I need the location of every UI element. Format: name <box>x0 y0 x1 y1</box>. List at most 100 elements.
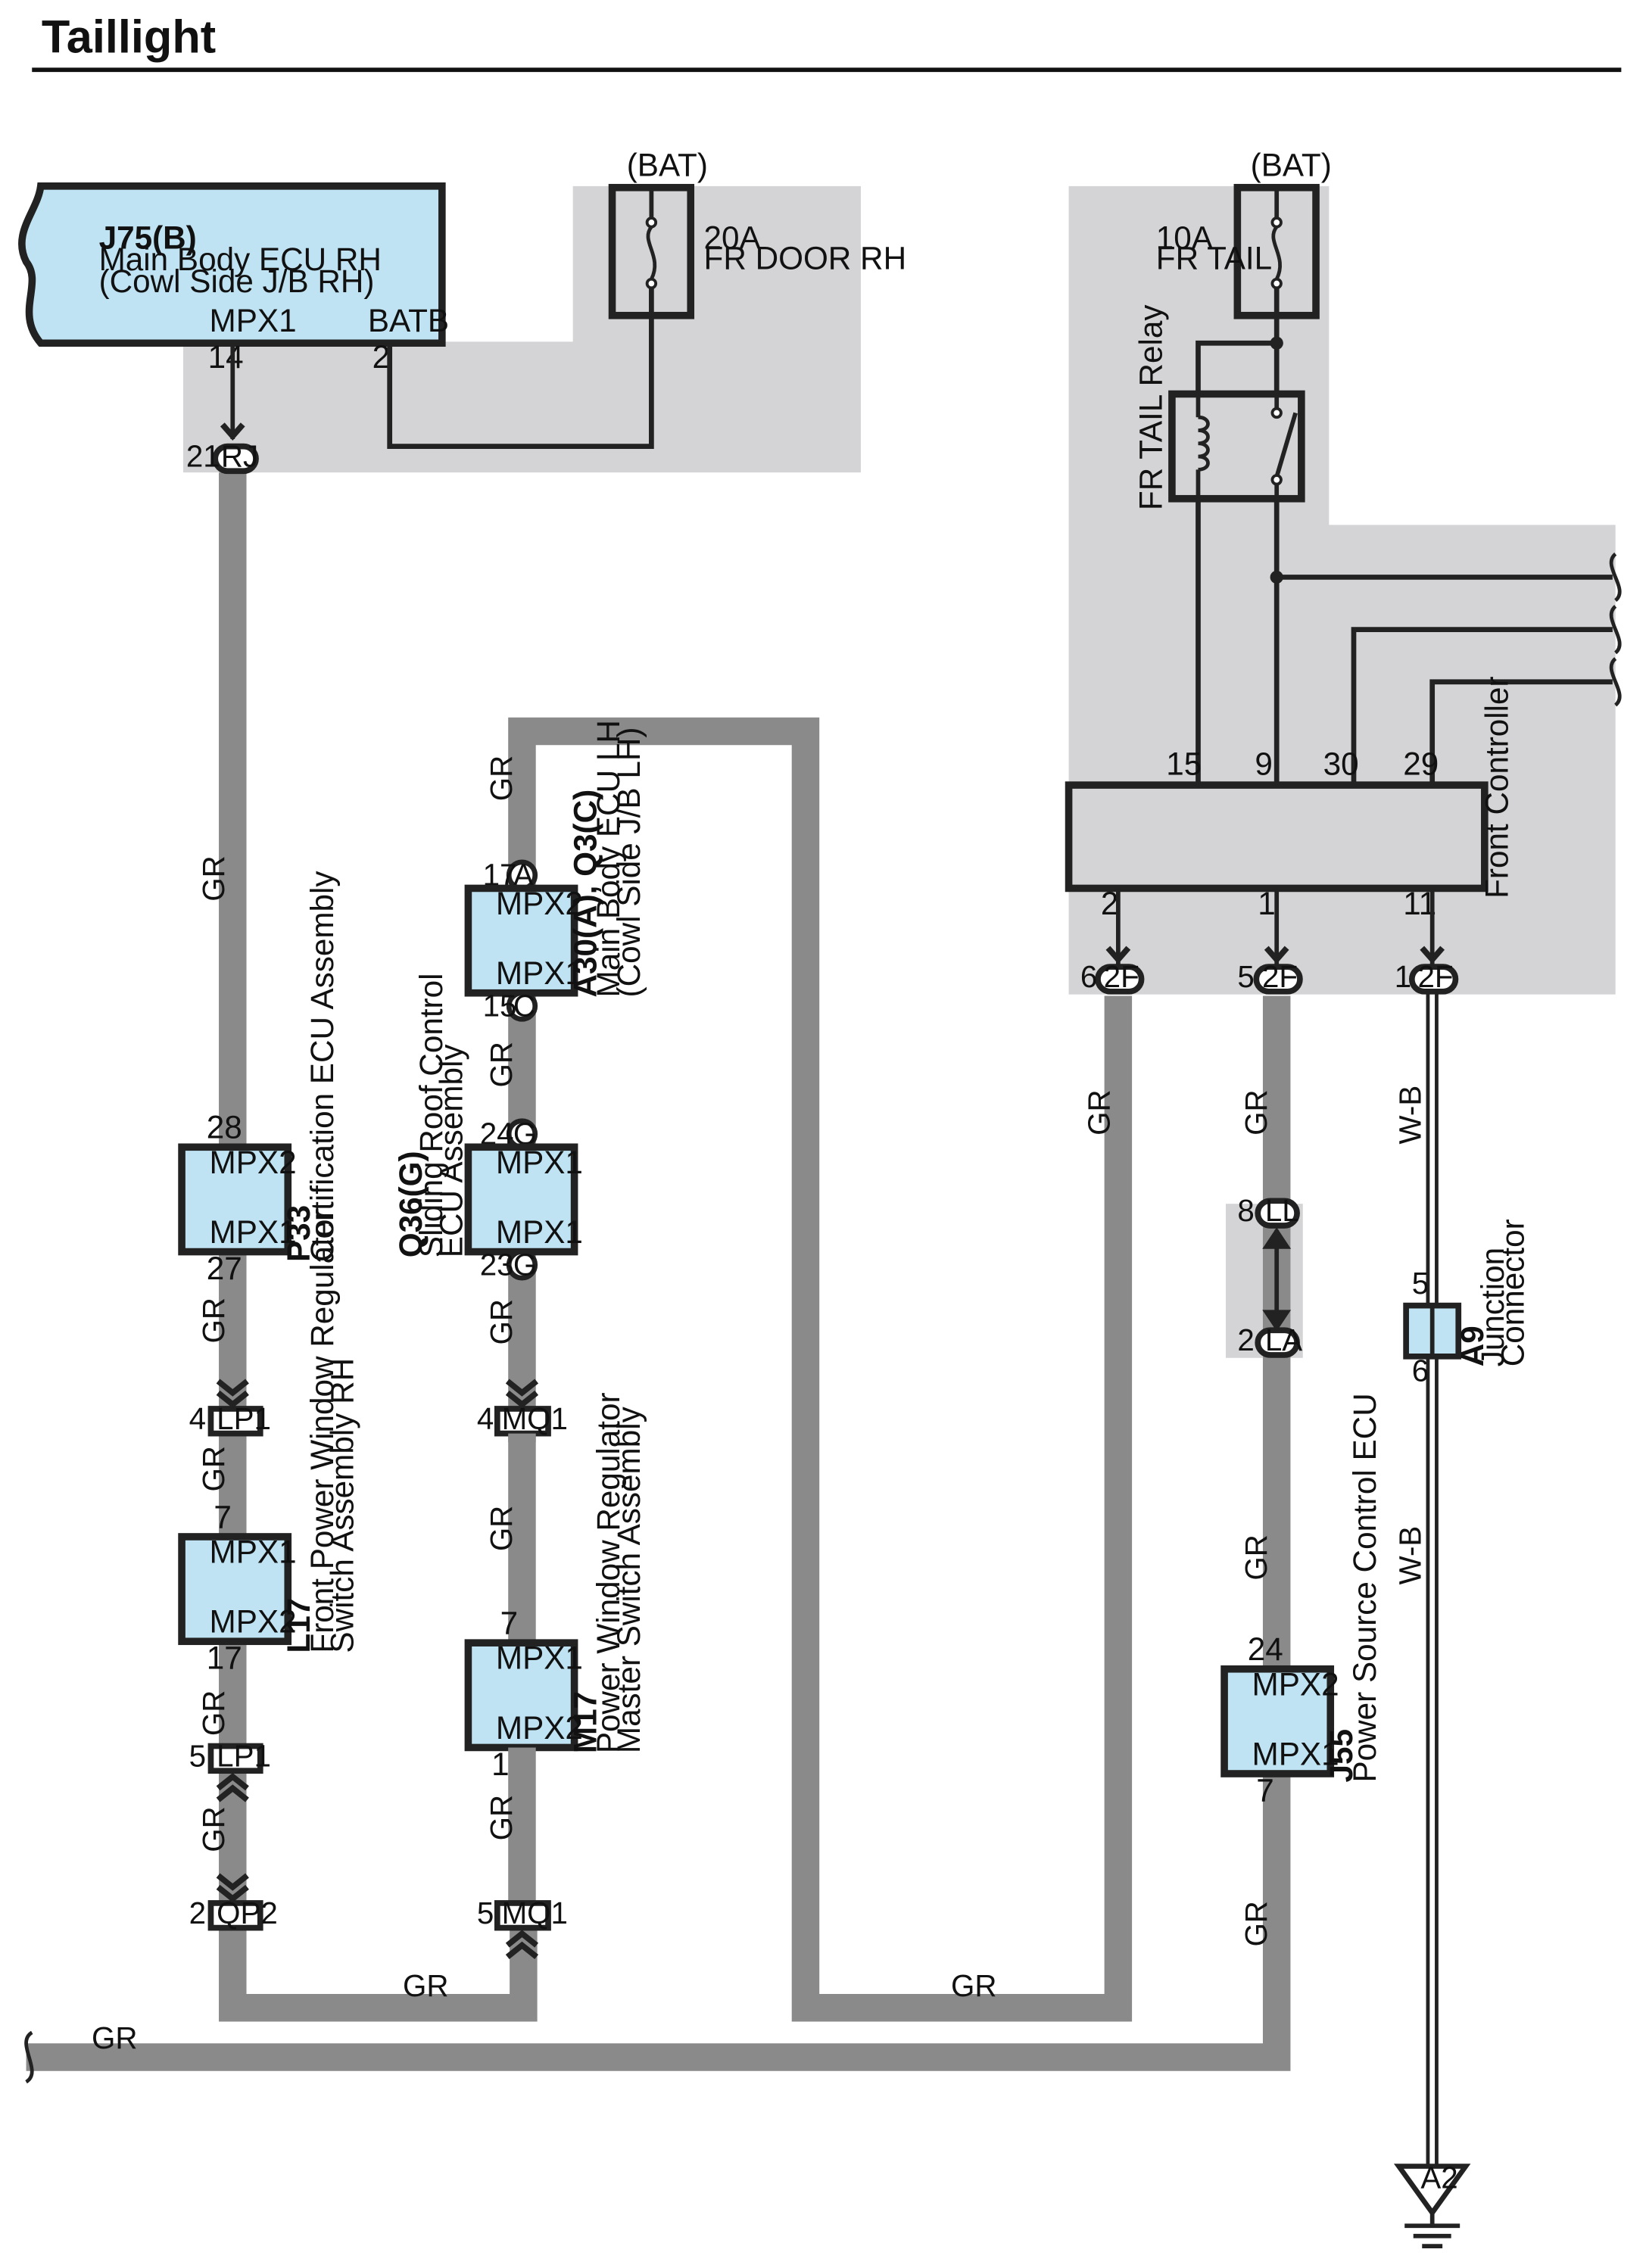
relay-fr-tail <box>1168 390 1305 503</box>
wire-label-gr-1: GR <box>196 855 231 902</box>
ecu-m17 <box>464 1639 578 1752</box>
ecu-l17-pin-7: 7 <box>214 1499 232 1534</box>
connector-2f-b <box>1253 964 1303 995</box>
connector-mq1-bottom-pin: 5 <box>477 1896 494 1930</box>
fuse-10a-terminal-top <box>1270 217 1283 229</box>
fuse-20a-terminal-top <box>645 217 658 229</box>
junction-a9-name2: Connector <box>1495 1219 1531 1366</box>
arrow-qp2 <box>216 1873 249 1903</box>
ecu-j55-pin-mpx1: MPX1 <box>1252 1736 1339 1771</box>
wire-label-gr-7: GR <box>484 1042 519 1088</box>
fc-pin-29: 29 <box>1403 746 1439 782</box>
connector-la-pin: 2 <box>1237 1322 1254 1357</box>
ecu-a30-name2: (Cowl Side J/B LH) <box>611 727 647 998</box>
wire-break-right-3 <box>1609 657 1622 707</box>
connector-q36-g-bottom <box>506 1249 538 1281</box>
page-title: Taillight <box>42 11 216 63</box>
wire-mpx-middle <box>508 717 1133 2022</box>
ecu-q36-pin-bottom: MPX1 <box>496 1214 583 1250</box>
wire-label-gr-12: GR <box>951 1968 997 2003</box>
ecu-l17-code: L17 <box>281 1598 316 1653</box>
ecu-l17-pin-mpx2: MPX2 <box>210 1604 297 1640</box>
fuse-10a-terminal-bottom <box>1270 277 1283 290</box>
ecu-j55-pin-mpx2: MPX2 <box>1252 1666 1339 1702</box>
wire-relay-coil-feed <box>1196 340 1277 394</box>
wire-label-gr-8: GR <box>484 1299 519 1345</box>
connector-rj-label: RJ <box>221 438 258 473</box>
arrow-mq1-top <box>505 1379 539 1409</box>
wire-label-gr-2: GR <box>196 1298 231 1344</box>
ecu-j75-pin-batb: BATB <box>368 303 449 338</box>
fc-pin-2: 2 <box>1101 886 1119 921</box>
ecu-j55-pin-24: 24 <box>1248 1631 1283 1667</box>
ecu-p33-pin-28: 28 <box>207 1110 242 1145</box>
ecu-m17-pin-7: 7 <box>500 1606 519 1641</box>
relay-switch-contact-bottom <box>1270 474 1283 486</box>
wire-break-right-2 <box>1609 604 1622 655</box>
ecu-q36-code: Q36(G) <box>393 1151 429 1257</box>
connector-ll <box>1255 1198 1300 1229</box>
connector-2f-a-label: 2F <box>1104 959 1139 994</box>
wire-batb <box>387 286 654 449</box>
wire-label-gr-3: GR <box>196 1446 231 1492</box>
ecu-j75-name: Main Body ECU RH <box>99 241 382 277</box>
ecu-l17-name2: Switch Assembly RH <box>325 1358 360 1653</box>
wire-label-wb-1: W-B <box>1392 1086 1427 1145</box>
connector-la-label: LA <box>1265 1322 1302 1357</box>
fuse-10a-name: FR TAIL <box>1156 240 1272 276</box>
ecu-m17-pin-mpx1: MPX1 <box>496 1640 583 1676</box>
connector-lp1-bottom <box>207 1743 263 1774</box>
fc-pin-9: 9 <box>1255 746 1273 782</box>
ecu-a30-pin-mpx1: MPX1 <box>496 955 583 991</box>
connector-q36-g-bottom-pin: 23 <box>480 1247 514 1282</box>
fuse-20a-rating: 20A <box>704 220 762 255</box>
connector-mq1-bottom <box>494 1900 551 1931</box>
connector-qp2 <box>207 1900 263 1931</box>
ecu-j55 <box>1220 1665 1335 1777</box>
fc-pin-15: 15 <box>1166 746 1202 782</box>
ecu-p33-code: P33 <box>281 1205 316 1262</box>
ecu-p33-pin-mpx2: MPX2 <box>210 1145 297 1180</box>
ecu-j75-code: J75(B) <box>99 220 197 255</box>
ecu-m17-name: Power Window Regulator <box>591 1392 626 1753</box>
arrow-fc-2 <box>1105 946 1131 964</box>
wire-label-gr-15: GR <box>1239 1089 1273 1136</box>
connector-rj-pin: 21 <box>186 438 220 473</box>
arrow-lp1-top <box>216 1379 249 1409</box>
ecu-a30-pin-mpx2: MPX2 <box>496 886 583 921</box>
ecu-a30 <box>464 884 578 997</box>
connector-la <box>1255 1327 1300 1358</box>
wire-label-wb-2: W-B <box>1392 1526 1427 1585</box>
connector-2f-a-pin: 6 <box>1080 959 1097 994</box>
ground-a2-label: A2 <box>1420 2160 1457 2195</box>
ecu-a30-code: A30(A), Q3(C) <box>567 790 603 998</box>
connector-2f-b-pin: 5 <box>1237 959 1254 994</box>
ecu-l17-pin-17: 17 <box>207 1640 242 1676</box>
connector-mq1-top-pin: 4 <box>477 1401 494 1436</box>
junction-dot-branch <box>1270 570 1283 584</box>
connector-mq1-bottom-label: MQ1 <box>502 1896 568 1930</box>
ecu-p33-pin-mpx1: MPX1 <box>210 1214 297 1250</box>
connector-ll-pin: 8 <box>1237 1193 1254 1228</box>
wire-branch-3 <box>1429 679 1613 786</box>
arrow-mq1-bottom <box>505 1930 539 1959</box>
relay-switch-contact-top <box>1270 407 1283 419</box>
relay-name: FR TAIL Relay <box>1133 304 1168 510</box>
ecu-q36-name2: ECU Assembly <box>434 1044 469 1258</box>
connector-mq1-top <box>494 1406 551 1437</box>
connector-2f-c <box>1408 964 1459 995</box>
wire-label-gr-11: GR <box>403 1968 448 2003</box>
connector-q3-c-label: C <box>513 988 535 1023</box>
arrow-fc-11 <box>1420 946 1445 964</box>
wire-label-gr-14: GR <box>1081 1089 1116 1136</box>
wire-label-gr-16: GR <box>1239 1534 1273 1581</box>
fc-pin-1: 1 <box>1258 886 1276 921</box>
ecu-j75-name2: (Cowl Side J/B RH) <box>99 263 375 299</box>
connector-lp1-top-pin: 4 <box>189 1401 206 1436</box>
ecu-l17 <box>178 1533 292 1646</box>
connector-2f-a <box>1095 964 1145 995</box>
ecu-j75-pin-14: 14 <box>208 339 244 375</box>
ecu-l17-name: Front Power Window Regulator <box>304 1209 340 1653</box>
ecu-m17-name2: Master Switch Assembly <box>611 1406 647 1753</box>
bat-label-right: (BAT) <box>1251 147 1332 182</box>
